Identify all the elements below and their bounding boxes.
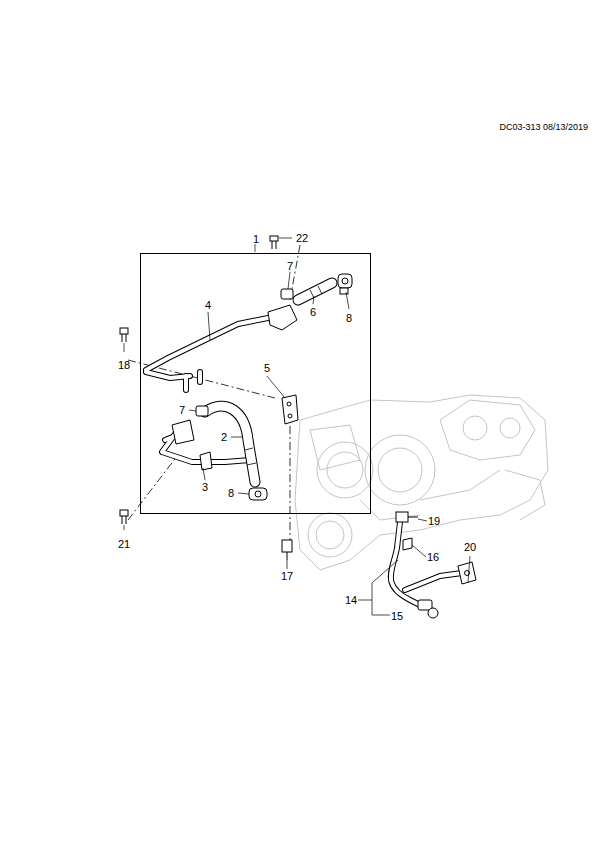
assembly-frame: 1 <box>140 253 371 514</box>
callout-number: 16 <box>427 552 439 563</box>
callout-number: 21 <box>118 539 130 550</box>
callout-number: 20 <box>464 542 476 553</box>
drawing-id: DC03-313 08/13/2019 <box>499 123 588 132</box>
callout-number: 18 <box>118 360 130 371</box>
callout-number: 22 <box>296 233 308 244</box>
callout-number: 14 <box>345 595 357 606</box>
callout-number: 3 <box>202 482 208 493</box>
assembly-lines <box>128 245 300 545</box>
callout-number: 8 <box>346 313 352 324</box>
callout-number: 1 <box>253 234 259 245</box>
callout-number: 8 <box>228 488 234 499</box>
callout-number: 17 <box>281 571 293 582</box>
bolts <box>120 236 278 524</box>
turbocharger-ghost <box>295 395 548 570</box>
leader-lines <box>124 238 470 615</box>
pipes <box>146 312 462 606</box>
clamps-brackets <box>172 274 476 618</box>
callout-number: 19 <box>428 516 440 527</box>
hoses <box>205 283 332 482</box>
callout-number: 6 <box>310 307 316 318</box>
callout-number: 7 <box>287 261 293 272</box>
callout-number: 4 <box>205 300 211 311</box>
callout-number: 2 <box>221 432 227 443</box>
callout-number: 5 <box>264 363 270 374</box>
callout-number: 15 <box>391 611 403 622</box>
callout-number: 7 <box>179 405 185 416</box>
